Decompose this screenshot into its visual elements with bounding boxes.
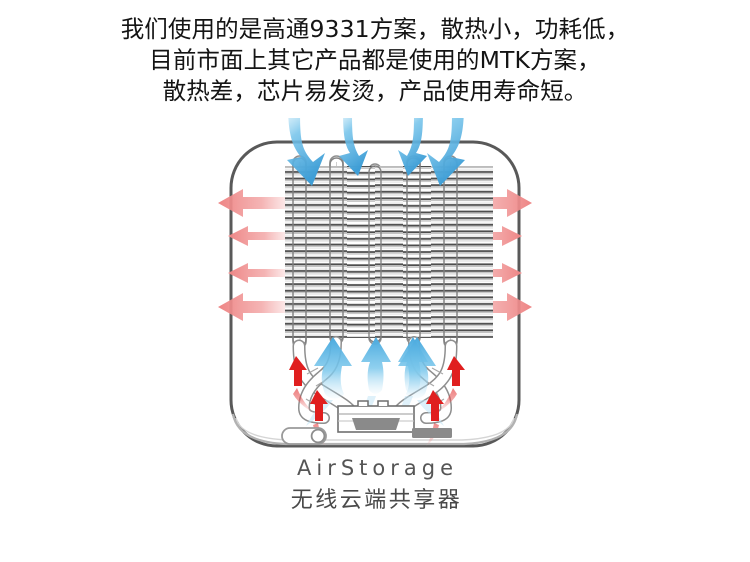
heatsink-fin-stack: [285, 166, 493, 338]
headline-line-2: 目前市面上其它产品都是使用的MTK方案，: [149, 46, 601, 74]
headline-line-1: 我们使用的是高通9331方案，散热小，功耗低，: [120, 15, 630, 43]
product-caption: AirStorage 无线云端共享器: [0, 455, 750, 516]
device-ports: [281, 418, 452, 445]
headline-block: 我们使用的是高通9331方案，散热小，功耗低， 目前市面上其它产品都是使用的MT…: [0, 14, 750, 107]
headline-line-3: 散热差，芯片易发烫，产品使用寿命短。: [162, 77, 588, 105]
intake-arrow-2: [339, 118, 368, 176]
exhaust-left-2: [228, 226, 295, 246]
intake-arrow-1: [287, 118, 325, 186]
exhaust-left-4: [218, 293, 298, 321]
heat-arrow-right-upper: [434, 356, 465, 414]
power-toggle-switch[interactable]: [281, 427, 327, 445]
cooling-illustration: [0, 118, 750, 468]
side-port[interactable]: [412, 428, 452, 438]
brand-name: AirStorage: [297, 456, 458, 480]
exhaust-left-3: [228, 263, 295, 283]
exhaust-arrows-left: [218, 189, 298, 321]
intake-arrow-4: [427, 118, 465, 186]
product-subtitle: 无线云端共享器: [290, 488, 463, 513]
intake-arrow-3: [398, 118, 427, 176]
heat-arrow-left-upper: [289, 356, 316, 414]
exhaust-left-1: [218, 189, 298, 217]
center-port-tab[interactable]: [352, 418, 400, 430]
intake-arrows: [287, 118, 465, 186]
